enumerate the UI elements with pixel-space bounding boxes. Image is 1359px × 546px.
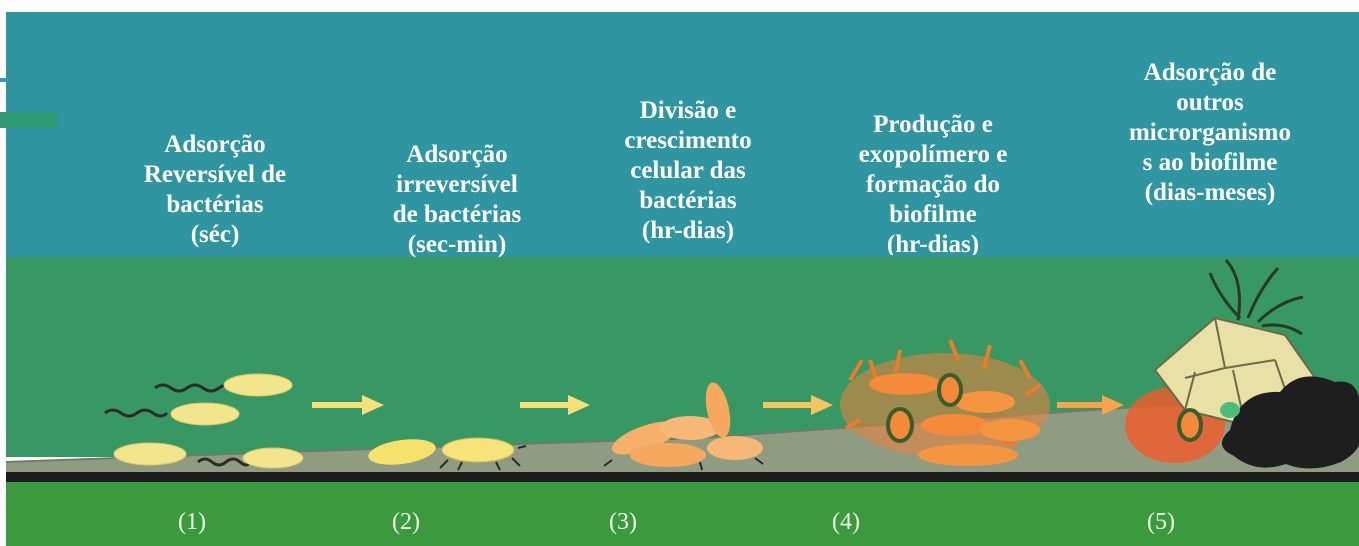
title-line: (dias-meses) — [1110, 178, 1310, 208]
stage-4-number: (4) — [806, 508, 886, 536]
title-line: (hr-dias) — [833, 230, 1033, 255]
title-line: microrganismo — [1110, 118, 1310, 148]
bacterium — [921, 414, 989, 436]
title-line: Adsorção — [362, 140, 552, 170]
bacterium — [442, 438, 514, 462]
stage-3-title: Divisão e crescimento celular das bactér… — [593, 96, 783, 256]
bacterium — [980, 419, 1040, 441]
base-line — [6, 472, 1359, 482]
left-marker-2 — [0, 112, 58, 128]
title-line: bactérias — [593, 186, 783, 216]
title-line: (sec-min) — [362, 230, 552, 260]
cyst — [939, 375, 961, 405]
bacterium — [630, 443, 706, 467]
left-marker — [0, 78, 6, 82]
title-line: s ao biofilme — [1110, 148, 1310, 178]
bacterium — [869, 373, 941, 395]
stage-2-number: (2) — [366, 508, 446, 536]
title-line: Produção e — [833, 110, 1033, 140]
cyst — [1220, 402, 1240, 418]
title-line: de bactérias — [362, 200, 552, 230]
title-line: outros — [1110, 88, 1310, 118]
title-line: Adsorção — [130, 130, 300, 160]
stage-2-title: Adsorção irreversível de bactérias (sec-… — [362, 140, 552, 262]
bacterium — [955, 391, 1015, 413]
stage-5-number: (5) — [1121, 508, 1201, 536]
bacterium — [171, 403, 239, 425]
stage-5-title: Adsorção de outros microrganismo s ao bi… — [1110, 58, 1310, 238]
stage-4-title: Produção e exopolímero e formação do bio… — [833, 110, 1033, 255]
title-line: (hr-dias) — [593, 216, 783, 246]
title-line: formação do — [833, 170, 1033, 200]
bacterium — [114, 443, 186, 465]
title-line: Divisão e — [593, 96, 783, 126]
stage-3-number: (3) — [583, 508, 663, 536]
cyst — [1179, 410, 1201, 440]
bacterium — [224, 374, 292, 396]
title-line: irreversível — [362, 170, 552, 200]
stage-1-title: Adsorção Reversível de bactérias (séc) — [130, 130, 300, 262]
title-line: Adsorção de — [1110, 58, 1310, 88]
title-line: biofilme — [833, 200, 1033, 230]
stage-1-number: (1) — [152, 508, 232, 536]
bacterium — [243, 448, 303, 468]
bacterium — [918, 444, 1018, 466]
title-line: crescimento — [593, 126, 783, 156]
title-line: Reversível de — [130, 160, 300, 190]
title-line: celular das — [593, 156, 783, 186]
title-line: exopolímero e — [833, 140, 1033, 170]
title-line: bactérias — [130, 190, 300, 220]
bacterium — [707, 436, 763, 460]
cyst — [888, 409, 912, 441]
title-line: (séc) — [130, 220, 300, 250]
